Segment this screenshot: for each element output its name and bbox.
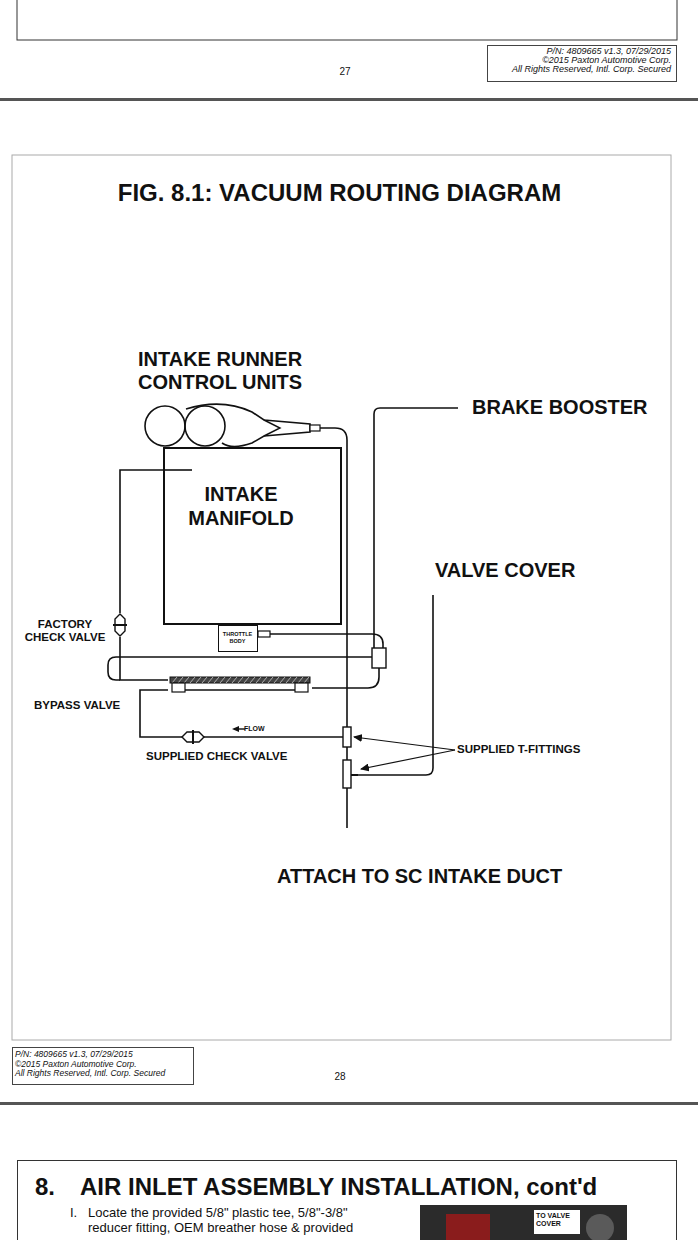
flow-arrow — [238, 728, 245, 729]
node-outline — [168, 675, 312, 694]
node-text: INTAKE MANIFOLD — [181, 482, 301, 530]
vacuum-hose — [358, 595, 433, 775]
photo-detail — [586, 1214, 614, 1240]
runner-control-units: INTAKE RUNNER CONTROL UNITS — [136, 348, 322, 448]
node-text: BYPASS VALVE — [34, 699, 120, 712]
tee-nipple — [351, 774, 358, 776]
node-text: All Rights Reserved, Intl. Corp. Secured — [15, 1069, 165, 1079]
outline-part — [185, 406, 225, 446]
footer-box: P/N: 4809665 v1.3, 07/29/2015©2015 Paxto… — [487, 45, 677, 82]
outline-part — [170, 677, 310, 683]
outline-part — [186, 404, 310, 446]
node-text: AIR INLET ASSEMBLY INSTALLATION, cont'd — [80, 1173, 597, 1201]
hose-stub — [163, 469, 192, 471]
check-valve-symbol: FACTORY CHECK VALVE — [113, 613, 127, 637]
node-text: 8. — [35, 1173, 55, 1201]
callout-arrow — [354, 737, 455, 750]
component-label: ATTACH TO SC INTAKE DUCT — [277, 865, 562, 888]
node-outline — [113, 613, 127, 637]
node-text: THROTTLE BODY — [219, 631, 256, 644]
vacuum-hose — [312, 668, 379, 688]
footer-box: P/N: 4809665 v1.3, 07/29/2015©2015 Paxto… — [12, 1047, 194, 1085]
outline-part — [145, 406, 185, 446]
callout-label: SUPPLIED T-FITTINGS — [457, 743, 580, 756]
vacuum-hose — [120, 470, 163, 613]
figure-title: FIG. 8.1: VACUUM ROUTING DIAGRAM — [10, 179, 669, 207]
node-outline — [182, 731, 204, 743]
figure-frame — [12, 155, 671, 1040]
manifold-box: INTAKE MANIFOLD — [163, 447, 342, 625]
vacuum-hose — [346, 747, 348, 760]
callout-arrow — [361, 750, 455, 769]
node-text: ©2015 Paxton Automotive Corp. — [488, 56, 671, 65]
flow-arrow-head — [232, 726, 239, 732]
photo-label: TO VALVE COVER — [536, 1212, 578, 1228]
page-rule — [0, 1102, 698, 1105]
node-text: P/N: 4809665 v1.3, 07/29/2015 — [15, 1050, 133, 1060]
node-text: All Rights Reserved, Intl. Corp. Secured — [488, 65, 671, 74]
node-text: I. — [70, 1205, 77, 1220]
outline-part — [310, 425, 320, 431]
vacuum-hose — [270, 634, 383, 648]
component-label: BRAKE BOOSTER — [472, 396, 648, 419]
page-rule — [0, 98, 698, 101]
node-text: SUPPLIED CHECK VALVE — [146, 750, 287, 763]
bypass-valve-symbol: BYPASS VALVE — [168, 675, 312, 694]
throttle-nipple — [258, 631, 270, 637]
photo — [420, 1205, 627, 1240]
vacuum-hose — [320, 428, 347, 727]
check-valve-symbol: SUPPLIED CHECK VALVE — [182, 731, 204, 743]
throttle-body-box: THROTTLE BODY — [218, 625, 258, 652]
flow-label: FLOW — [244, 725, 265, 733]
tee-fitting — [372, 648, 386, 668]
outline-part — [295, 683, 308, 692]
page-number: 27 — [335, 66, 355, 78]
section-box: 8. AIR INLET ASSEMBLY INSTALLATION, cont'… — [17, 1160, 677, 1240]
tee-fitting — [343, 760, 351, 788]
outline-part — [185, 689, 295, 690]
node-text: P/N: 4809665 v1.3, 07/29/2015 — [488, 47, 671, 56]
vacuum-hose — [120, 637, 168, 680]
page-number: 28 — [330, 1071, 350, 1083]
outline-part — [172, 677, 309, 683]
photo-detail — [446, 1214, 490, 1240]
node-text: ©2015 Paxton Automotive Corp. — [15, 1060, 137, 1070]
tee-fitting — [343, 727, 351, 747]
photo-label-box — [534, 1210, 580, 1234]
node-text: INTAKE RUNNER CONTROL UNITS — [138, 348, 310, 394]
vacuum-hose — [346, 788, 348, 828]
vacuum-hose — [140, 690, 182, 737]
outline-part — [172, 683, 185, 692]
node-text: FACTORY CHECK VALVE — [19, 618, 111, 644]
vacuum-hose — [374, 408, 458, 648]
outline-part — [264, 420, 280, 436]
outline-part — [192, 730, 194, 744]
component-label: VALVE COVER — [435, 559, 575, 582]
node-text: Locate the provided 5/8" plastic tee, 5/… — [88, 1205, 368, 1235]
outline-part — [113, 624, 127, 626]
previous-page-box — [17, 0, 677, 40]
vacuum-hose — [204, 736, 343, 738]
